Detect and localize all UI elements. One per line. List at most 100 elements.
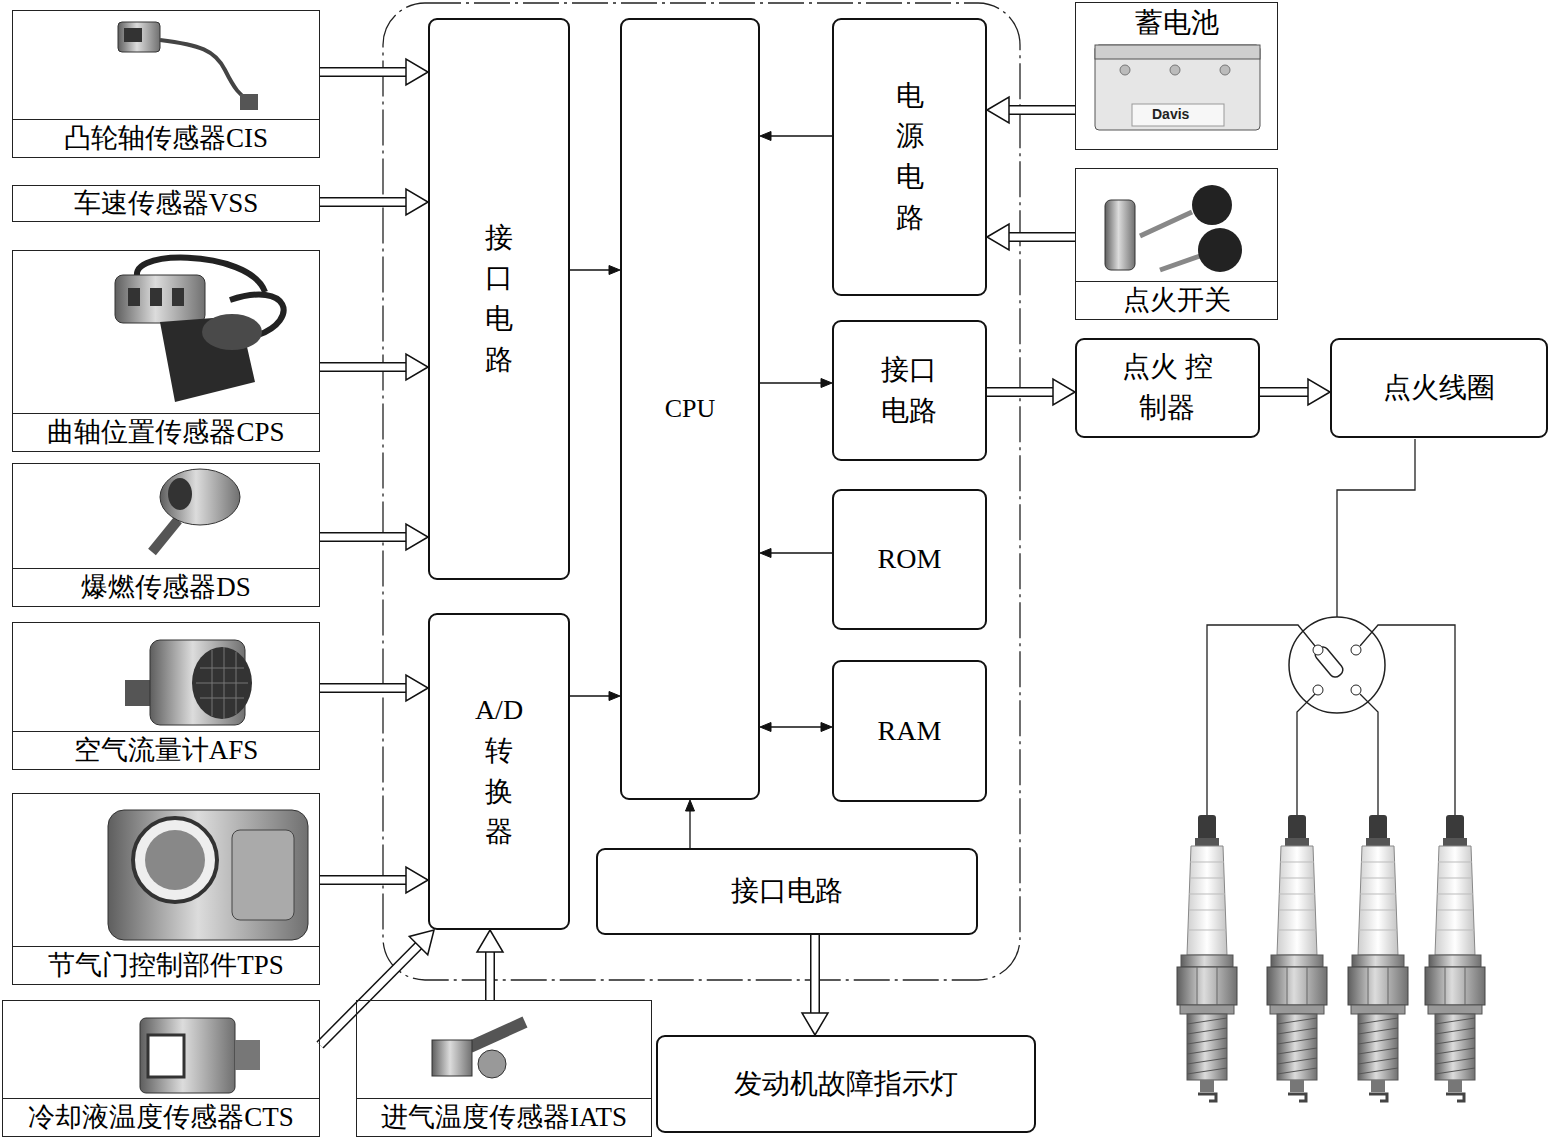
arrow-shaft (485, 951, 495, 1000)
arrow-head (1308, 379, 1330, 405)
cpu-box: CPU (620, 18, 760, 800)
arrow-shaft (320, 197, 407, 207)
arrow-shaft-inner (487, 951, 494, 1000)
signal-arrow (320, 524, 428, 550)
sensor-box: 凸轮轴传感器CIS (12, 10, 320, 158)
arrow-shaft-inner (320, 685, 407, 692)
arrow-shaft-inner (320, 364, 407, 371)
sensor-box: 车速传感器VSS (12, 185, 320, 222)
arrow-shaft-inner (320, 945, 419, 1045)
node-label: 接口 电路 (877, 350, 941, 431)
node-label: 点火开关 (1076, 281, 1277, 319)
arrow-head (987, 97, 1009, 123)
node-label: 曲轴位置传感器CPS (13, 413, 319, 451)
arrow-head (406, 675, 428, 701)
switch-box: 点火开关 (1075, 168, 1278, 320)
arrow-head (477, 930, 503, 952)
node-label: 凸轮轴传感器CIS (13, 119, 319, 157)
arrow-head (760, 549, 771, 558)
arrow-head (760, 132, 771, 141)
signal-arrow (477, 930, 503, 1000)
signal-arrow (570, 266, 620, 275)
signal-arrow (320, 930, 434, 1045)
power-box: 电源电路 (832, 18, 987, 296)
arrow-shaft (1260, 387, 1309, 397)
arrow-head (409, 930, 434, 955)
arrow-head (686, 800, 695, 811)
node-label: 点火 控制器 (1121, 347, 1213, 428)
arrow-shaft (810, 935, 820, 1014)
arrow-shaft (770, 552, 832, 553)
battery-box: 蓄电池 (1075, 2, 1278, 150)
node-label: 接口电路 (485, 218, 513, 380)
arrow-shaft (570, 269, 610, 270)
arrow-shaft (987, 387, 1054, 397)
arrow-shaft (770, 726, 822, 727)
node-label: A/D转换器 (473, 690, 525, 852)
node-label: 点火线圈 (1383, 368, 1495, 409)
arrow-head (406, 189, 428, 215)
node-label: ROM (878, 539, 942, 580)
signal-arrow (320, 189, 428, 215)
node-label: 进气温度传感器IATS (357, 1098, 651, 1136)
arrow-shaft (689, 810, 690, 848)
brand-mark: Davis (1152, 106, 1189, 122)
arrow-shaft (320, 683, 407, 693)
node-label: 发动机故障指示灯 (734, 1064, 958, 1105)
arrow-shaft (320, 875, 407, 885)
node-label: RAM (878, 711, 942, 752)
arrow-shaft-inner (320, 199, 407, 206)
node-label: CPU (665, 390, 716, 428)
arrow-head (406, 524, 428, 550)
arrow-shaft (320, 362, 407, 372)
signal-arrow (320, 867, 428, 893)
signal-arrow (760, 549, 832, 558)
coil-box: 点火线圈 (1330, 338, 1548, 438)
arrow-shaft (320, 532, 407, 542)
signal-arrow (987, 379, 1075, 405)
arrow-head (609, 692, 620, 701)
arrow-head (987, 224, 1009, 250)
signal-arrow (760, 723, 832, 732)
arrow-head (821, 723, 832, 732)
signal-arrow (686, 800, 695, 848)
signal-arrow (320, 675, 428, 701)
arrow-shaft (760, 382, 822, 383)
converter-box: A/D转换器 (428, 613, 570, 930)
signal-arrow (802, 935, 828, 1035)
arrow-shaft-inner (320, 534, 407, 541)
arrow-shaft (1008, 105, 1075, 115)
sensor-box: 空气流量计AFS (12, 622, 320, 770)
node-label: 蓄电池 (1076, 3, 1277, 41)
memory-box: RAM (832, 660, 987, 802)
arrow-shaft (320, 945, 419, 1045)
signal-arrow (570, 692, 620, 701)
arrow-head (406, 867, 428, 893)
signal-arrow (320, 354, 428, 380)
node-label: 接口电路 (731, 871, 843, 912)
node-label: 节气门控制部件TPS (13, 946, 319, 984)
sensor-box: 进气温度传感器IATS (356, 1000, 652, 1137)
node-label: 空气流量计AFS (13, 731, 319, 769)
arrow-shaft-inner (1008, 234, 1075, 241)
arrow-shaft-inner (1008, 107, 1075, 114)
interface-box: 接口电路 (596, 848, 978, 935)
sensor-box: 节气门控制部件TPS (12, 793, 320, 985)
signal-arrow (987, 97, 1075, 123)
interface-box: 接口电路 (428, 18, 570, 580)
node-label: 车速传感器VSS (13, 187, 319, 219)
signal-arrow (987, 224, 1075, 250)
arrow-shaft-inner (320, 877, 407, 884)
arrow-shaft (1008, 232, 1075, 242)
lamp-box: 发动机故障指示灯 (656, 1035, 1036, 1133)
sensor-box: 爆燃传感器DS (12, 463, 320, 607)
interface-box: 接口 电路 (832, 320, 987, 461)
node-label: 冷却液温度传感器CTS (3, 1098, 319, 1136)
arrow-head (760, 723, 771, 732)
arrow-shaft-inner (320, 69, 407, 76)
arrow-shaft-inner (1260, 389, 1309, 396)
node-label: 电源电路 (896, 76, 924, 238)
signal-arrow (760, 132, 832, 141)
arrow-head (802, 1013, 828, 1035)
